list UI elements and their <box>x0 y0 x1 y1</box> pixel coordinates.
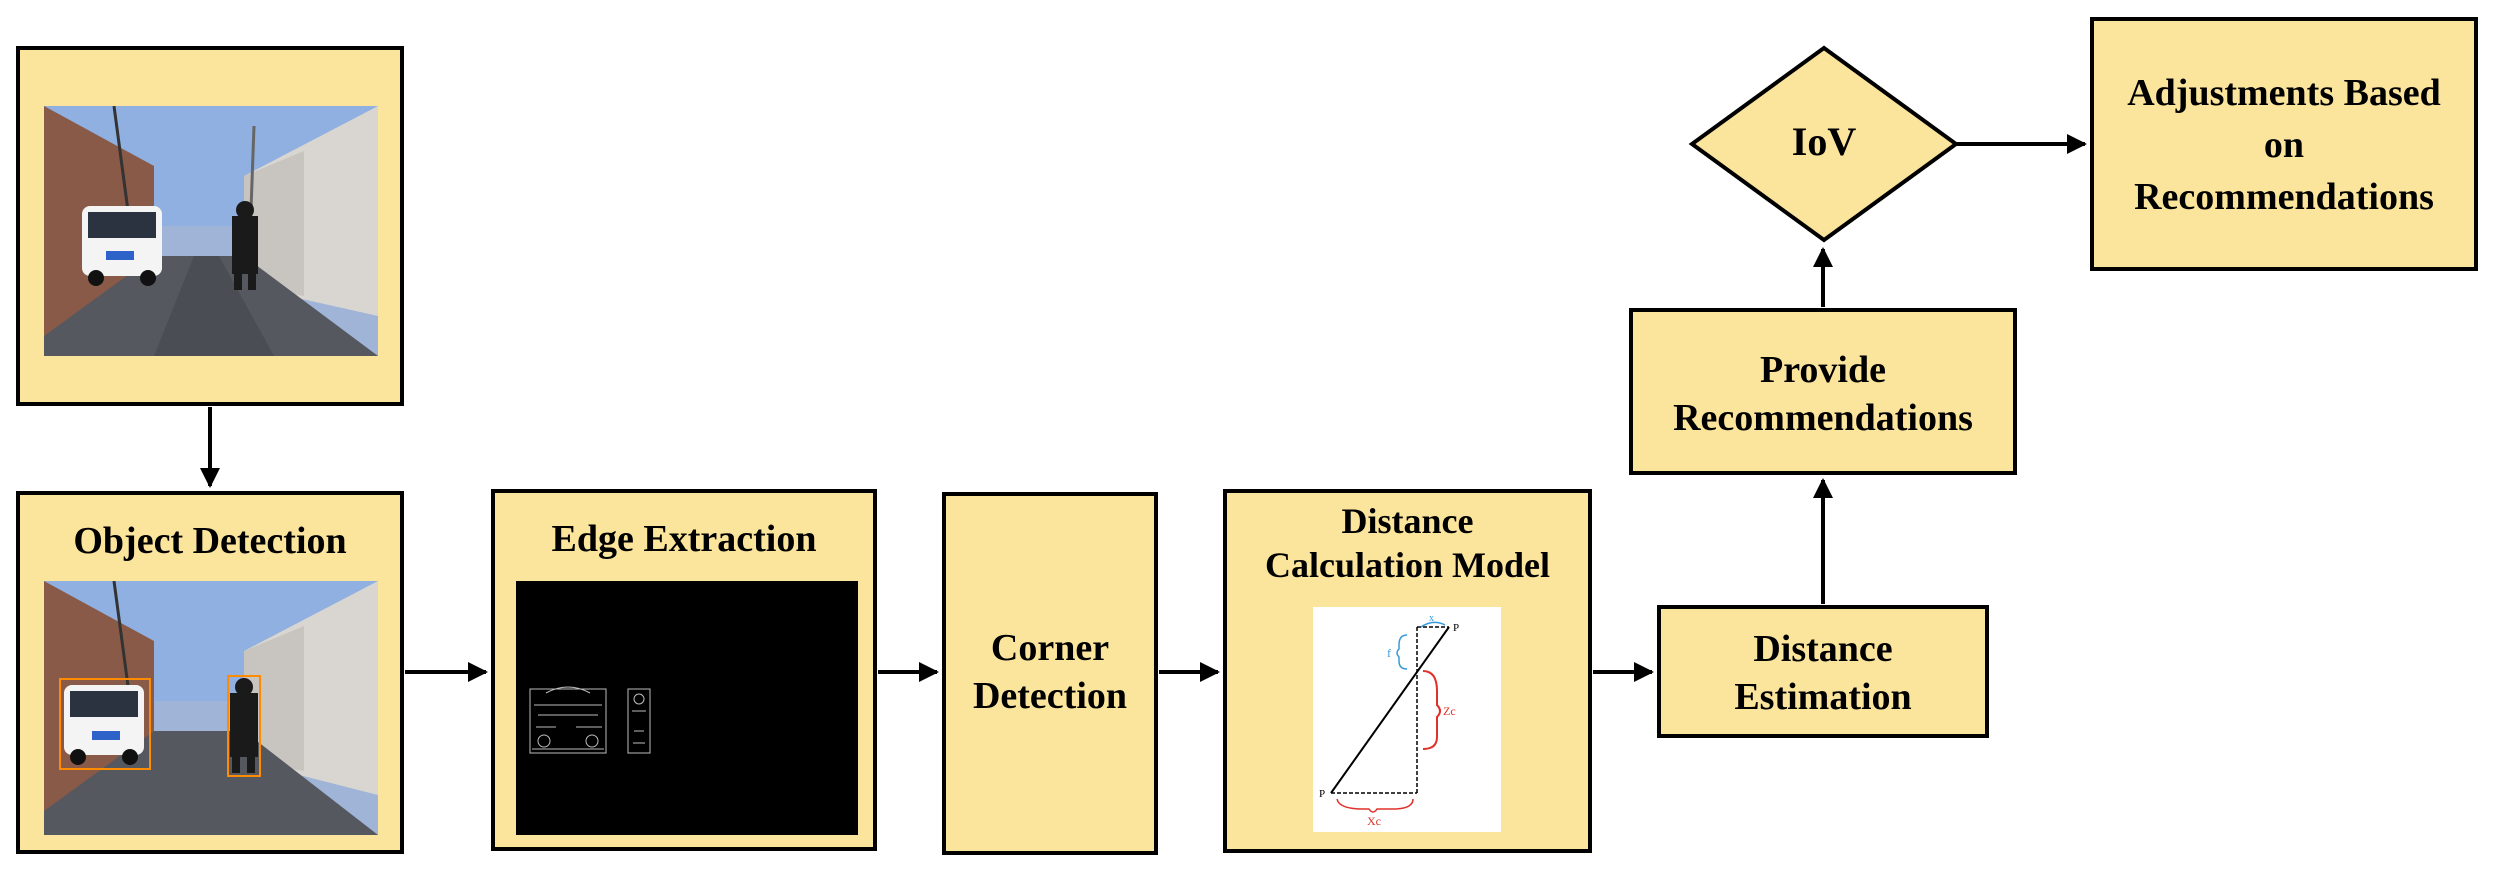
edge-extraction-label: Edge Extraction <box>551 518 817 560</box>
provide-recommendations-label: Provide Recommendations <box>1673 349 1973 439</box>
object-detection-label: Object Detection <box>73 520 347 562</box>
distance-calculation-model-box: Distance Calculation Model P P x f Zc Xc <box>1223 489 1592 853</box>
projection-ray <box>1330 626 1450 794</box>
point-p-bottom-text: P <box>1319 788 1325 800</box>
iov-label: IoV <box>1791 119 1857 164</box>
detection-street-photo <box>44 581 378 835</box>
object-detection-box: Object Detection <box>16 491 404 854</box>
pinhole-model-figure: P P x f Zc Xc <box>1313 607 1501 832</box>
edge-extraction-box: Edge Extraction <box>491 489 877 851</box>
x-text: x <box>1429 613 1434 624</box>
adjustments-label: Adjustments Based on Recommendations <box>2127 72 2441 218</box>
provide-recommendations-box: Provide Recommendations <box>1629 308 2017 475</box>
corner-detection-box: Corner Detection <box>942 492 1158 855</box>
f-brace <box>1396 634 1408 670</box>
iov-diamond: IoV <box>1688 44 1960 244</box>
adjustments-box: Adjustments Based on Recommendations <box>2090 17 2478 271</box>
x-brace <box>1420 621 1446 628</box>
distance-estimation-label: Distance Estimation <box>1734 628 1912 718</box>
zc-brace <box>1422 670 1441 750</box>
input-street-photo <box>44 106 378 356</box>
xc-text: Xc <box>1367 814 1381 828</box>
f-text: f <box>1387 646 1391 660</box>
zc-text: Zc <box>1443 704 1456 718</box>
distance-model-label: Distance Calculation Model <box>1265 501 1550 585</box>
input-image-box <box>16 46 404 406</box>
edge-map-image <box>516 581 858 835</box>
distance-estimation-box: Distance Estimation <box>1657 605 1989 738</box>
xc-brace <box>1336 798 1414 813</box>
corner-detection-label: Corner Detection <box>972 627 1128 717</box>
point-p-top-text: P <box>1453 622 1459 634</box>
